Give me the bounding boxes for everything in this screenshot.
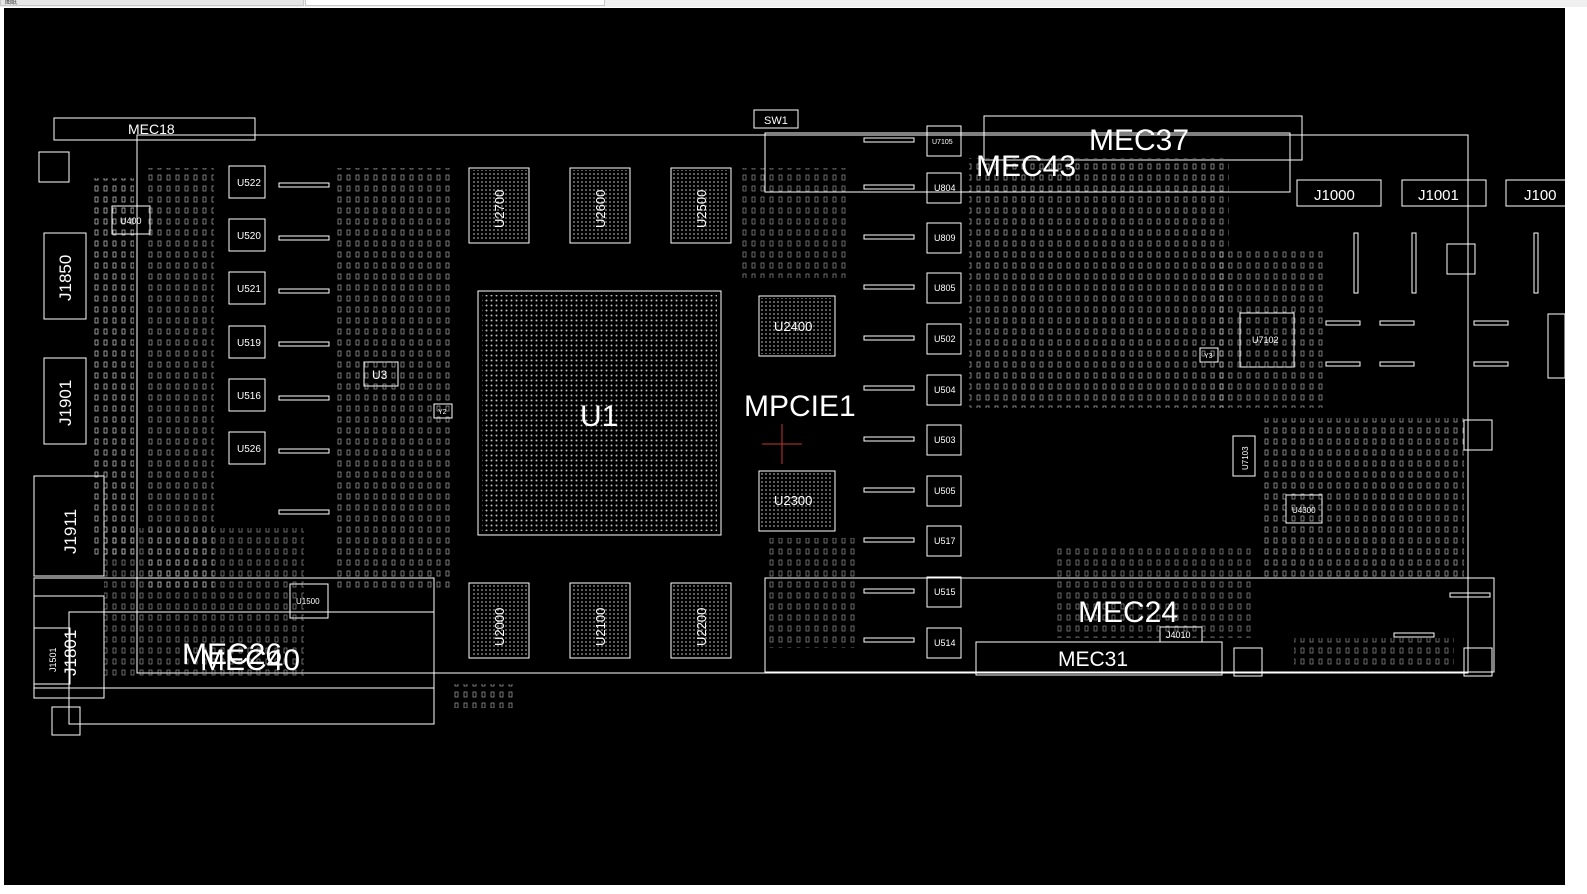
u2600-outline bbox=[569, 167, 631, 244]
right-pad-strips bbox=[1325, 232, 1539, 638]
label-u2500: U2500 bbox=[694, 190, 709, 228]
mec47-outline bbox=[1446, 243, 1476, 275]
label-u2700: U2700 bbox=[492, 190, 507, 228]
u2500-outline bbox=[670, 167, 732, 244]
label-u519: U519 bbox=[237, 338, 261, 349]
tab-strip-filler bbox=[606, 0, 1587, 6]
tab-second[interactable] bbox=[305, 0, 605, 6]
label-u1: U1 bbox=[580, 400, 618, 433]
label-mec26: MEC26 bbox=[182, 638, 282, 671]
label-u809: U809 bbox=[934, 233, 956, 243]
left-vrm-labels: U522 U520 U521 U519 U516 U526 bbox=[237, 178, 261, 455]
label-y3: Y3 bbox=[1204, 353, 1213, 360]
window-frame-bottom bbox=[0, 885, 1587, 894]
u2000-outline bbox=[468, 582, 530, 659]
label-j1000: J1000 bbox=[1314, 187, 1355, 204]
memory-ball-grids bbox=[471, 170, 833, 656]
label-u2300: U2300 bbox=[774, 493, 812, 508]
label-u2400: U2400 bbox=[774, 319, 812, 334]
j1901-outline bbox=[43, 357, 87, 445]
label-j1801: J1801 bbox=[61, 630, 80, 676]
label-j1911: J1911 bbox=[61, 509, 80, 554]
label-mec24: MEC24 bbox=[1078, 596, 1178, 629]
right-inductors bbox=[863, 137, 915, 643]
label-j1001: J1001 bbox=[1418, 187, 1459, 204]
left-vrm-chips bbox=[228, 165, 266, 465]
label-u2100: U2100 bbox=[593, 608, 608, 646]
mec12-outline bbox=[38, 151, 70, 183]
pcb-layout[interactable]: MEC18 SW1 MEC37 MEC43 J1000 J1001 J100 J… bbox=[4, 8, 1565, 885]
label-u504: U504 bbox=[934, 385, 956, 395]
label-u502: U502 bbox=[934, 334, 956, 344]
cursor-crosshair bbox=[762, 424, 802, 464]
j1000-outline bbox=[1296, 179, 1382, 207]
label-mec18: MEC18 bbox=[128, 121, 175, 137]
board-outline bbox=[136, 134, 1469, 674]
label-sw1: SW1 bbox=[764, 115, 788, 127]
label-u522: U522 bbox=[237, 178, 261, 189]
label-j4010: J4010 bbox=[1166, 630, 1191, 640]
u2400-outline bbox=[758, 295, 836, 357]
mec32-outline bbox=[1463, 647, 1493, 677]
sw1-outline bbox=[753, 109, 799, 129]
label-u7102: U7102 bbox=[1252, 335, 1279, 345]
window-frame-right bbox=[1565, 8, 1587, 894]
label-u7103: U7103 bbox=[1241, 446, 1250, 470]
board-viewer-canvas[interactable]: MEC18 SW1 MEC37 MEC43 J1000 J1001 J100 J… bbox=[4, 8, 1565, 885]
label-j1901: J1901 bbox=[56, 380, 75, 426]
window-frame-left bbox=[0, 8, 4, 894]
component-labels: MEC18 SW1 MEC37 MEC43 J1000 J1001 J100 J… bbox=[48, 115, 1557, 677]
label-u516: U516 bbox=[237, 391, 261, 402]
label-u2600: U2600 bbox=[593, 190, 608, 228]
label-u515: U515 bbox=[934, 587, 956, 597]
right-vrm-chips bbox=[926, 125, 962, 659]
label-u805: U805 bbox=[934, 283, 956, 293]
tab-drawing[interactable]: 图纸 bbox=[0, 0, 304, 6]
label-u503: U503 bbox=[934, 435, 956, 445]
u7103-outline bbox=[1232, 435, 1256, 477]
u2700-outline bbox=[468, 167, 530, 244]
label-u1500: U1500 bbox=[296, 597, 320, 606]
label-y2: Y2 bbox=[438, 409, 447, 416]
right-edge-connector-outline bbox=[1547, 313, 1565, 379]
passive-component-fields bbox=[94, 158, 1464, 708]
u2300-outline bbox=[758, 470, 836, 532]
j1001-outline bbox=[1401, 179, 1487, 207]
u2200-outline bbox=[670, 582, 732, 659]
label-u521: U521 bbox=[237, 284, 261, 295]
label-u517: U517 bbox=[934, 536, 956, 546]
mec39-outline bbox=[1233, 647, 1263, 677]
label-j1501: J1501 bbox=[48, 647, 58, 672]
label-u4300: U4300 bbox=[1292, 506, 1316, 515]
u1-ball-grid bbox=[482, 295, 717, 531]
mec31-outline bbox=[975, 641, 1223, 676]
label-mpcie1: MPCIE1 bbox=[744, 390, 856, 423]
u1-outline bbox=[477, 290, 722, 536]
label-u804: U804 bbox=[934, 183, 956, 193]
label-mec37: MEC37 bbox=[1089, 124, 1189, 157]
label-u7105: U7105 bbox=[932, 139, 953, 146]
label-j100: J100 bbox=[1524, 187, 1557, 204]
label-u400: U400 bbox=[120, 216, 142, 226]
mec65-outline bbox=[51, 706, 81, 736]
label-u526: U526 bbox=[237, 444, 261, 455]
j100-outline bbox=[1505, 179, 1565, 207]
label-u2000: U2000 bbox=[492, 608, 507, 646]
label-mec43: MEC43 bbox=[976, 150, 1076, 183]
label-u505: U505 bbox=[934, 486, 956, 496]
right-vrm-labels: U7105 U804 U809 U805 U502 U504 U503 U505… bbox=[932, 139, 956, 648]
j1850-outline bbox=[43, 232, 87, 320]
label-mec31: MEC31 bbox=[1058, 648, 1128, 671]
label-j1850: J1850 bbox=[56, 255, 75, 301]
label-u3: U3 bbox=[372, 368, 388, 382]
label-mec40: MEC40 bbox=[200, 644, 300, 677]
mec18-outline bbox=[53, 117, 256, 141]
left-inductors bbox=[278, 182, 330, 515]
u2100-outline bbox=[569, 582, 631, 659]
document-tab-strip: 图纸 bbox=[0, 0, 1587, 7]
label-u514: U514 bbox=[934, 638, 956, 648]
label-u520: U520 bbox=[237, 231, 261, 242]
label-u2200: U2200 bbox=[694, 608, 709, 646]
